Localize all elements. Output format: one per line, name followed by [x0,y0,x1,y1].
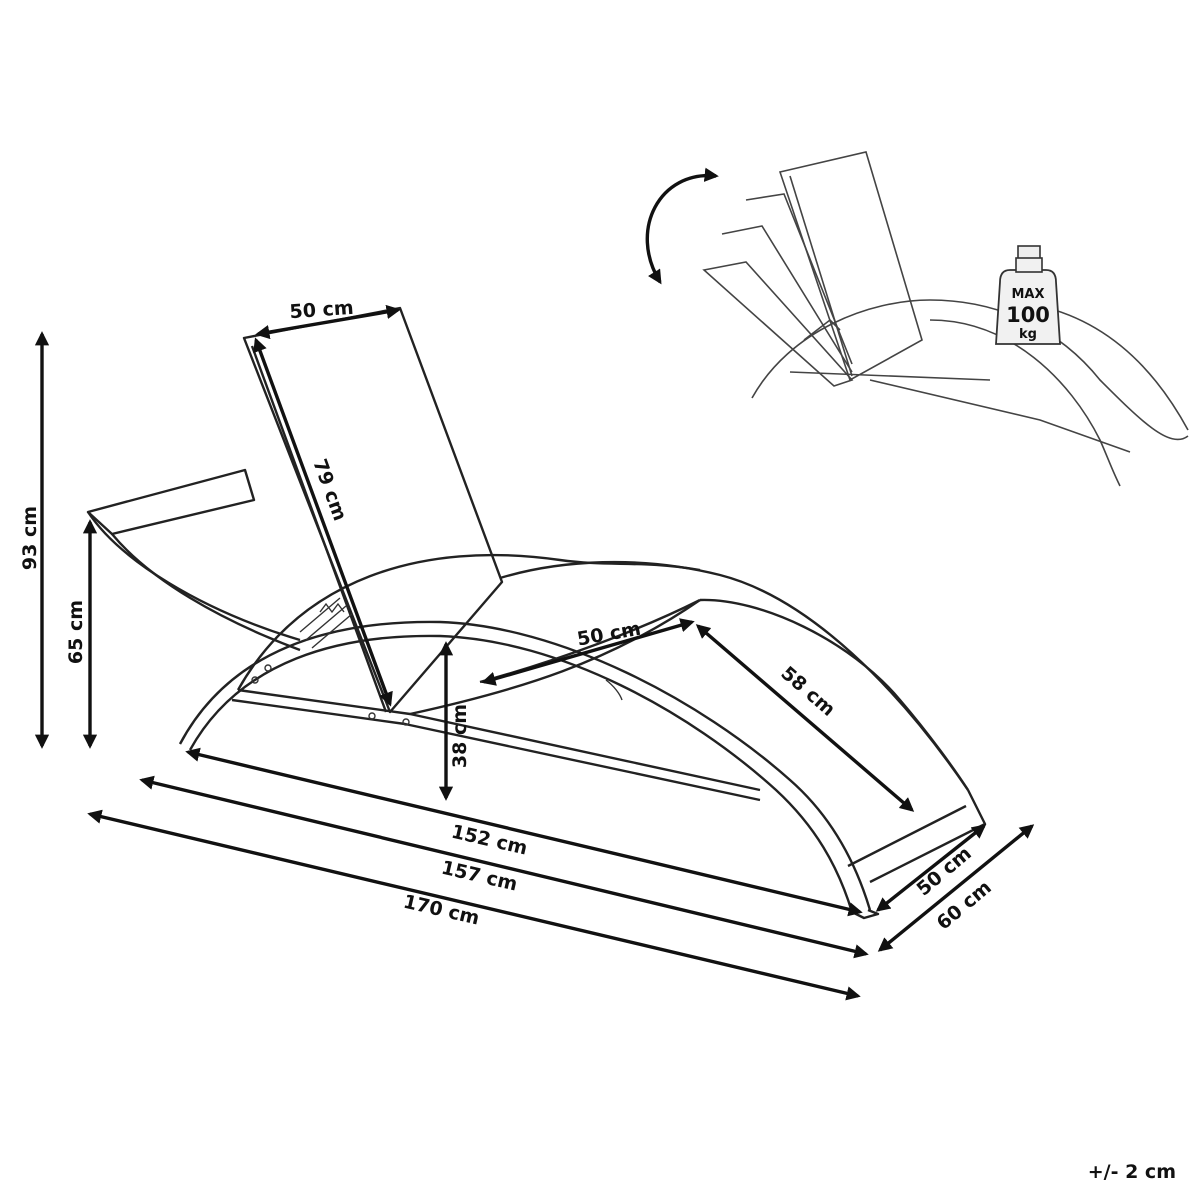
weight-value-label: 100 [1006,303,1050,327]
dim-58-line [695,624,915,812]
sun-lounger-main [86,306,987,920]
dimension-labels: 93 cm 65 cm 50 cm 79 cm 38 cm 50 cm 58 c… [19,297,996,935]
label-152: 152 cm [449,821,529,860]
label-65: 65 cm [65,600,87,664]
dim-seat-width-line [481,618,695,686]
dim-79-line [253,337,393,707]
dim-backrest-width-line [255,304,401,340]
weight-icon: MAX 100 kg [995,245,1061,345]
dimension-lines [34,304,1035,1001]
label-backrest-width: 50 cm [289,297,355,323]
dim-depth-60-line [877,824,1035,952]
weight-max-label: MAX [1011,287,1044,302]
label-58: 58 cm [777,662,840,721]
weight-unit-label: kg [1019,327,1037,342]
tolerance-note: +/- 2 cm [1088,1161,1176,1183]
label-93: 93 cm [19,506,41,570]
adjustable-backrest-icon [645,151,1189,487]
label-38: 38 cm [449,704,471,768]
dim-157-line [139,775,869,959]
label-79: 79 cm [308,456,351,524]
dim-170-line [87,809,861,1001]
